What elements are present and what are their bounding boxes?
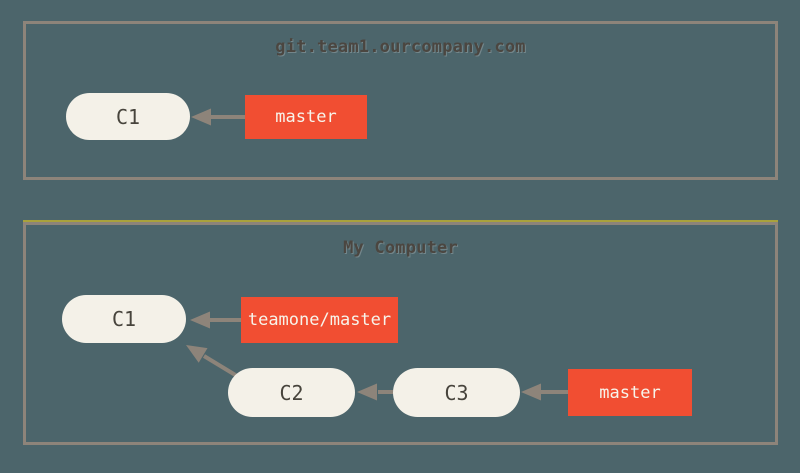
local-repo-title: My Computer bbox=[343, 238, 458, 258]
remote-repo-box: git.team1.ourcompany.com bbox=[23, 21, 778, 180]
commit-node-c1-remote: C1 bbox=[66, 93, 190, 140]
branch-label-teamone-master: teamone/master bbox=[241, 297, 398, 343]
branch-label-master-remote: master bbox=[245, 95, 367, 139]
local-repo-box: My Computer bbox=[23, 222, 778, 445]
remote-repo-title: git.team1.ourcompany.com bbox=[275, 37, 526, 57]
commit-node-c1-local: C1 bbox=[62, 295, 186, 343]
commit-node-c2: C2 bbox=[228, 368, 355, 417]
branch-label-master-local: master bbox=[568, 369, 692, 416]
commit-node-c3: C3 bbox=[393, 368, 520, 417]
